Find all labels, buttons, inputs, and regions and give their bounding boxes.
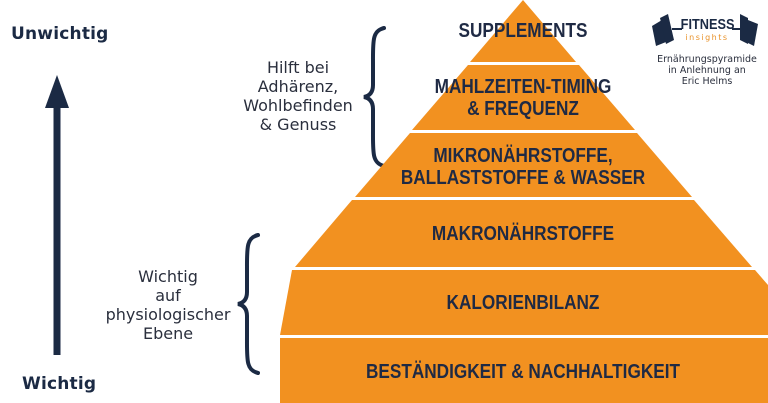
layer-label-line: MAHLZEITEN-TIMING bbox=[434, 76, 612, 98]
layer-label-line: MAKRONÄHRSTOFFE bbox=[431, 223, 615, 245]
layer-label-macronutrients: MAKRONÄHRSTOFFE bbox=[411, 223, 635, 245]
layer-label-calorie-balance: KALORIENBILANZ bbox=[411, 292, 635, 314]
pyramid-layer-meal-timing bbox=[412, 65, 635, 130]
barbell-icon bbox=[652, 14, 758, 46]
layer-label-line: BESTÄNDIGKEIT & NACHHALTIGKEIT bbox=[365, 361, 681, 383]
upper-curly-brace-icon bbox=[363, 26, 386, 168]
lower-annotation: Wichtig auf physiologischer Ebene bbox=[98, 267, 238, 343]
layer-label-line: SUPPLEMENTS bbox=[458, 20, 588, 42]
lower-annotation-line: Ebene bbox=[142, 324, 194, 343]
upper-annotation-line: Wohlbefinden bbox=[243, 96, 353, 115]
axis-bottom-label: Wichtig bbox=[22, 374, 97, 394]
lower-annotation-line: Wichtig bbox=[138, 267, 198, 286]
upper-annotation: Hilft bei Adhärenz, Wohlbefinden & Genus… bbox=[232, 58, 364, 134]
logo-title: FITNESS bbox=[680, 16, 735, 33]
pyramid-layer-calorie-balance bbox=[280, 270, 768, 335]
axis-top-label: Unwichtig bbox=[11, 24, 109, 44]
lower-annotation-line: auf bbox=[155, 286, 181, 305]
pyramid-layer-micronutrients bbox=[355, 133, 692, 197]
layer-label-line: MIKRONÄHRSTOFFE, bbox=[433, 145, 613, 167]
upper-annotation-line: Adhärenz, bbox=[257, 77, 339, 96]
lower-annotation-line: physiologischer bbox=[105, 305, 231, 324]
layer-label-line: KALORIENBILANZ bbox=[446, 292, 600, 314]
logo: FITNESS insights Ernährungspyramide in A… bbox=[648, 12, 766, 92]
pyramid-layer-supplements bbox=[470, 0, 576, 62]
layer-label-meal-timing: MAHLZEITEN-TIMING & FREQUENZ bbox=[411, 76, 635, 120]
up-arrow-icon bbox=[45, 75, 69, 355]
pyramid-layer-macronutrients bbox=[295, 200, 752, 267]
logo-subtitle: insights bbox=[685, 33, 729, 42]
upper-annotation-line: & Genuss bbox=[259, 115, 337, 134]
pyramid-layer-consistency bbox=[280, 338, 768, 403]
layer-label-micronutrients: MIKRONÄHRSTOFFE, BALLASTSTOFFE & WASSER bbox=[394, 145, 652, 189]
logo-caption: Ernährungspyramide in Anlehnung an Eric … bbox=[648, 54, 766, 87]
logo-caption-line: in Anlehnung an bbox=[668, 65, 746, 76]
logo-caption-line: Ernährungspyramide bbox=[657, 54, 757, 65]
layer-label-line: & FREQUENZ bbox=[467, 98, 579, 120]
layer-label-consistency: BESTÄNDIGKEIT & NACHHALTIGKEIT bbox=[351, 361, 695, 383]
layer-label-supplements: SUPPLEMENTS bbox=[428, 20, 617, 42]
upper-annotation-line: Hilft bei bbox=[266, 58, 330, 77]
logo-caption-line: Eric Helms bbox=[681, 76, 733, 87]
layer-label-line: BALLASTSTOFFE & WASSER bbox=[400, 167, 646, 189]
lower-curly-brace-icon bbox=[237, 233, 260, 375]
